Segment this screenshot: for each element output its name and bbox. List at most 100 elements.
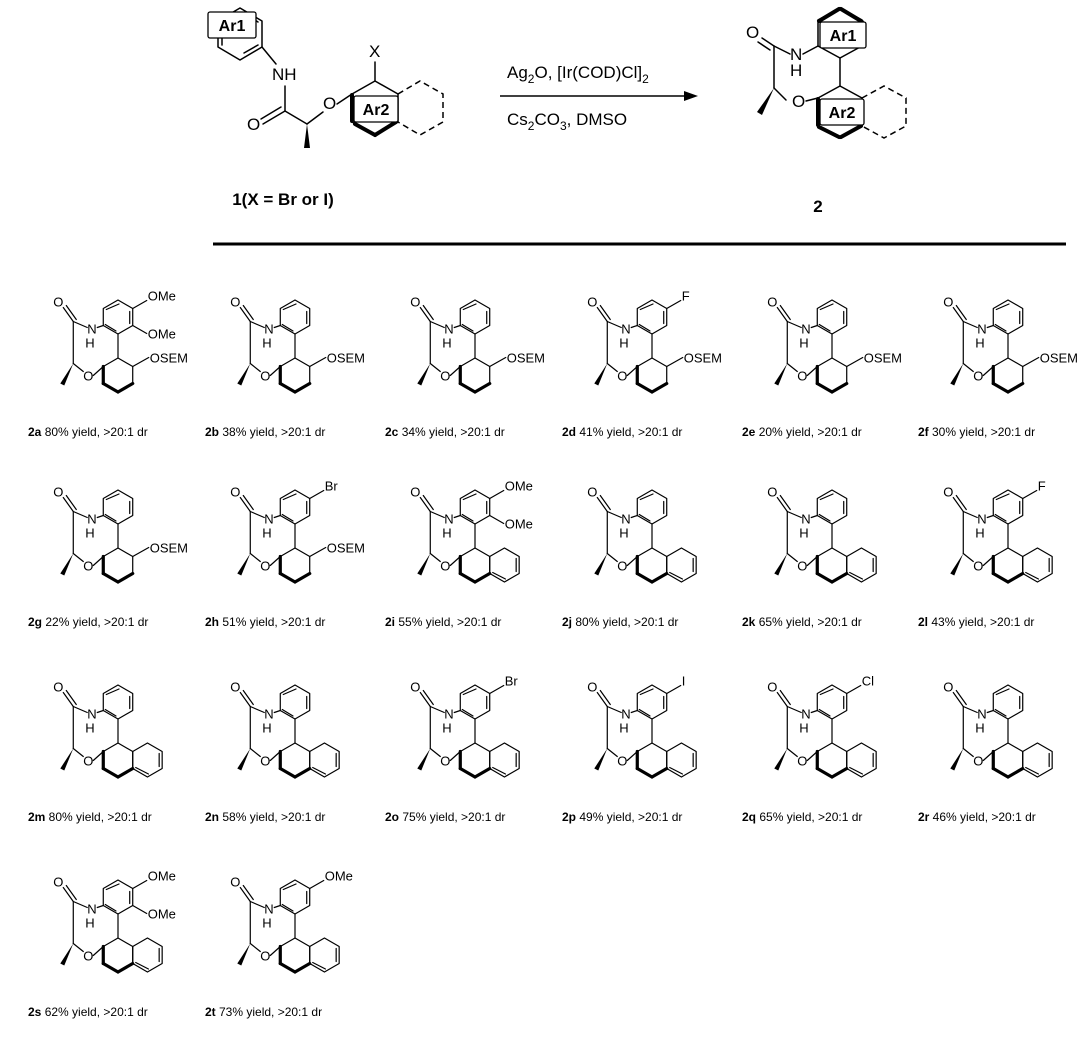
compound-caption: 2o 75% yield, >20:1 dr bbox=[385, 810, 505, 824]
compound-caption: 2k 65% yield, >20:1 dr bbox=[742, 615, 862, 629]
compound-caption: 2h 51% yield, >20:1 dr bbox=[205, 615, 325, 629]
compound-caption: 2s 62% yield, >20:1 dr bbox=[28, 1005, 148, 1019]
ether-o: O bbox=[260, 754, 270, 769]
substituent-label: OMe bbox=[148, 907, 176, 922]
h-atom: H bbox=[975, 526, 984, 541]
ether-o: O bbox=[323, 94, 336, 113]
substituent-label: OMe bbox=[148, 869, 176, 884]
h-atom: H bbox=[442, 336, 451, 351]
compound-caption: 2g 22% yield, >20:1 dr bbox=[28, 615, 148, 629]
carbonyl-o: O bbox=[230, 485, 240, 500]
product-label: 2 bbox=[813, 197, 822, 216]
substituent-label: OSEM bbox=[150, 351, 188, 366]
compound-caption: 2f 30% yield, >20:1 dr bbox=[918, 425, 1035, 439]
n-atom: N bbox=[801, 512, 810, 527]
ether-o: O bbox=[440, 369, 450, 384]
carbonyl-o: O bbox=[410, 295, 420, 310]
ether-o: O bbox=[440, 559, 450, 574]
n-atom: N bbox=[621, 707, 630, 722]
h-atom: H bbox=[619, 721, 628, 736]
carbonyl-o: O bbox=[587, 485, 597, 500]
substituent-label: Br bbox=[325, 479, 339, 494]
n-atom: N bbox=[444, 322, 453, 337]
substrate-label: 1(X = Br or I) bbox=[232, 190, 334, 209]
ether-o: O bbox=[440, 754, 450, 769]
n-atom: N bbox=[977, 512, 986, 527]
ether-o: O bbox=[83, 369, 93, 384]
carbonyl-o: O bbox=[53, 680, 63, 695]
h-atom: H bbox=[975, 721, 984, 736]
carbonyl-o: O bbox=[410, 485, 420, 500]
ether-o: O bbox=[83, 559, 93, 574]
h-atom: H bbox=[442, 526, 451, 541]
h-atom: H bbox=[799, 721, 808, 736]
ether-o: O bbox=[617, 369, 627, 384]
ar2-label: Ar2 bbox=[363, 102, 390, 119]
n-atom: N bbox=[977, 322, 986, 337]
substituent-label: OSEM bbox=[327, 541, 365, 556]
n-atom: N bbox=[87, 512, 96, 527]
carbonyl-o: O bbox=[943, 680, 953, 695]
product-n: N bbox=[790, 45, 802, 64]
h-atom: H bbox=[619, 526, 628, 541]
h-atom: H bbox=[85, 721, 94, 736]
ether-o: O bbox=[797, 559, 807, 574]
substituent-label: OMe bbox=[148, 289, 176, 304]
carbonyl-o: O bbox=[230, 295, 240, 310]
ether-o: O bbox=[83, 949, 93, 964]
compound-caption: 2r 46% yield, >20:1 dr bbox=[918, 810, 1036, 824]
compound-caption: 2b 38% yield, >20:1 dr bbox=[205, 425, 325, 439]
carbonyl-o: O bbox=[53, 875, 63, 890]
carbonyl-o: O bbox=[767, 680, 777, 695]
substituent-label: OSEM bbox=[507, 351, 545, 366]
h-atom: H bbox=[975, 336, 984, 351]
h-atom: H bbox=[799, 336, 808, 351]
h-atom: H bbox=[442, 721, 451, 736]
compound-caption: 2c 34% yield, >20:1 dr bbox=[385, 425, 505, 439]
ether-o: O bbox=[797, 754, 807, 769]
substrate-structure: Ar1 NH O O Ar2 X 1(X = Br or I) bbox=[207, 7, 444, 209]
substituent-label: F bbox=[682, 289, 690, 304]
compound-caption: 2d 41% yield, >20:1 dr bbox=[562, 425, 682, 439]
compound-caption: 2p 49% yield, >20:1 dr bbox=[562, 810, 682, 824]
compound-caption: 2t 73% yield, >20:1 dr bbox=[205, 1005, 322, 1019]
carbonyl-o: O bbox=[767, 485, 777, 500]
product-ether-o: O bbox=[792, 92, 805, 111]
substituent-label: OSEM bbox=[684, 351, 722, 366]
x-label: X bbox=[369, 42, 380, 61]
compound-caption: 2j 80% yield, >20:1 dr bbox=[562, 615, 678, 629]
n-atom: N bbox=[977, 707, 986, 722]
compound-2c: OSEM NH O O 2c 34% yield, >20:1 dr bbox=[385, 295, 545, 440]
h-atom: H bbox=[262, 526, 271, 541]
carbonyl-o: O bbox=[247, 115, 260, 134]
h-atom: H bbox=[85, 916, 94, 931]
n-atom: N bbox=[621, 512, 630, 527]
h-atom: H bbox=[262, 721, 271, 736]
substituent-label: OMe bbox=[505, 479, 533, 494]
h-atom: H bbox=[619, 336, 628, 351]
carbonyl-o: O bbox=[767, 295, 777, 310]
nh-label: NH bbox=[272, 65, 297, 84]
h-atom: H bbox=[262, 916, 271, 931]
reaction-arrow bbox=[500, 91, 698, 101]
carbonyl-o: O bbox=[230, 680, 240, 695]
carbonyl-o: O bbox=[53, 295, 63, 310]
n-atom: N bbox=[87, 707, 96, 722]
carbonyl-o: O bbox=[943, 485, 953, 500]
ether-o: O bbox=[973, 754, 983, 769]
ether-o: O bbox=[260, 949, 270, 964]
ether-o: O bbox=[617, 559, 627, 574]
h-atom: H bbox=[262, 336, 271, 351]
compound-caption: 2q 65% yield, >20:1 dr bbox=[742, 810, 862, 824]
